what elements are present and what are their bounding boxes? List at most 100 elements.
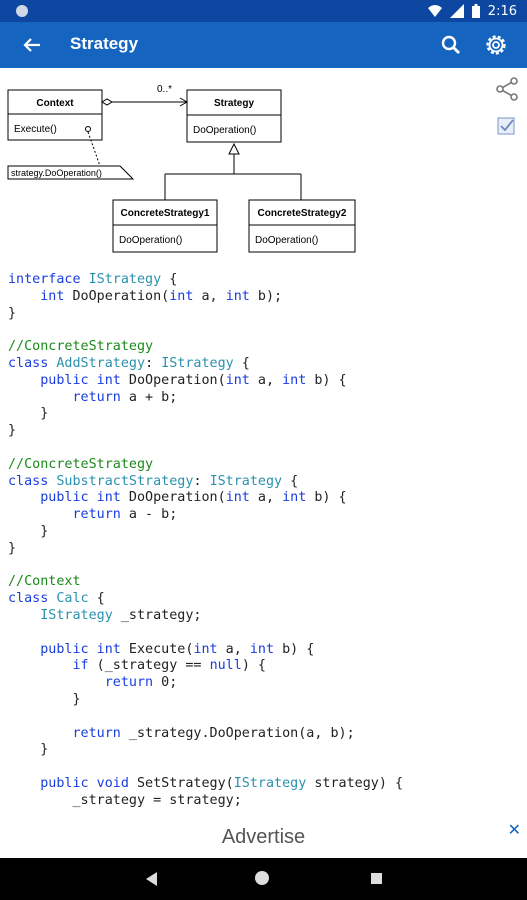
nav-recents-button[interactable] <box>371 873 382 884</box>
code-token: _strategy; <box>112 607 202 623</box>
nav-back-button[interactable] <box>146 872 157 886</box>
settings-button[interactable] <box>482 31 510 59</box>
code-line <box>8 759 403 776</box>
code-token <box>8 675 105 690</box>
app-bar: Strategy <box>0 22 527 68</box>
uml-class-context: Context Execute() <box>7 89 103 141</box>
code-line <box>8 558 403 575</box>
code-token: int <box>282 372 307 388</box>
code-token: b); <box>249 288 283 304</box>
code-token: public int <box>40 641 121 657</box>
code-token: b) { <box>306 490 347 506</box>
code-token: DoOperation( <box>120 372 226 388</box>
checkbox-icon <box>497 117 515 135</box>
page-title: Strategy <box>70 34 139 53</box>
arrow-left-icon <box>23 38 40 52</box>
code-token: IStrategy <box>40 607 113 623</box>
code-token: IStrategy <box>161 355 234 371</box>
code-token: //ConcreteStrategy <box>8 339 154 355</box>
code-token: class <box>8 355 57 371</box>
code-token: int <box>40 288 65 304</box>
uml-class-diagram: Context Execute() Strategy DoOperation()… <box>7 84 356 253</box>
code-line: } <box>8 423 403 440</box>
code-token: int <box>193 641 218 657</box>
ad-label: Advertise <box>221 826 306 848</box>
code-token <box>8 776 40 791</box>
code-token: //Context <box>8 574 81 590</box>
code-token <box>8 658 73 673</box>
nav-home-button[interactable] <box>255 871 269 885</box>
concrete2-method: DoOperation() <box>255 235 318 246</box>
code-token <box>8 289 40 304</box>
code-token: class <box>8 473 57 489</box>
back-button[interactable] <box>18 31 46 59</box>
multiplicity-label: 0..* <box>157 84 172 95</box>
code-token: null <box>209 658 242 674</box>
code-line: IStrategy _strategy; <box>8 608 403 625</box>
code-token: a, <box>249 490 283 506</box>
code-token: public int <box>40 490 121 506</box>
code-token: } <box>8 540 17 556</box>
code-token: } <box>8 742 49 758</box>
code-line: } <box>8 524 403 541</box>
search-button[interactable] <box>438 32 464 58</box>
code-token: : <box>193 473 210 489</box>
code-token: IStrategy <box>209 473 283 489</box>
code-token: (_strategy == <box>88 658 210 674</box>
ad-banner[interactable]: Advertise ✕ <box>0 818 527 858</box>
code-token <box>8 608 40 623</box>
close-ad-button[interactable]: ✕ <box>508 820 521 839</box>
code-token: : <box>145 355 162 371</box>
code-token: Calc <box>56 591 89 607</box>
code-line: class Calc { <box>8 591 403 608</box>
code-token: a + b; <box>120 389 178 405</box>
concrete1-class-name: ConcreteStrategy1 <box>121 208 210 219</box>
code-token <box>8 507 73 522</box>
code-token: a - b; <box>120 507 178 523</box>
gear-icon <box>486 35 506 55</box>
code-token <box>8 642 40 657</box>
code-token: { <box>161 272 178 287</box>
concrete1-method: DoOperation() <box>119 235 182 246</box>
status-right: 2:16 <box>427 2 517 20</box>
code-token: { <box>282 473 299 489</box>
note-text: strategy.DoOperation() <box>11 168 102 178</box>
code-token: } <box>8 691 81 707</box>
code-token: a, <box>217 641 250 657</box>
code-token: { <box>88 591 105 607</box>
code-token: return <box>72 507 121 523</box>
mark-read-button[interactable] <box>496 116 518 138</box>
status-time: 2:16 <box>487 3 517 19</box>
code-token: int <box>225 372 250 388</box>
share-button[interactable] <box>494 76 520 102</box>
code-token: DoOperation( <box>64 288 170 304</box>
search-icon <box>441 35 460 54</box>
code-token: public int <box>40 372 121 388</box>
code-line <box>8 625 403 642</box>
code-line: public void SetStrategy(IStrategy strate… <box>8 776 403 793</box>
code-line: public int DoOperation(int a, int b) { <box>8 373 403 390</box>
signal-icon <box>449 4 464 18</box>
code-token: interface <box>8 272 89 287</box>
code-line: } <box>8 541 403 558</box>
code-token: strategy) { <box>306 775 404 791</box>
code-line: public int DoOperation(int a, int b) { <box>8 490 403 507</box>
code-token: } <box>8 305 17 321</box>
code-token: return <box>104 675 154 691</box>
code-token: SubstractStrategy <box>56 473 194 489</box>
code-line <box>8 440 403 457</box>
code-line: return 0; <box>8 675 403 692</box>
code-line: if (_strategy == null) { <box>8 658 403 675</box>
uml-class-concrete-strategy-1: ConcreteStrategy1 DoOperation() <box>112 199 218 253</box>
code-line: interface IStrategy { <box>8 272 403 289</box>
code-token: int <box>225 490 250 506</box>
concrete2-class-name: ConcreteStrategy2 <box>258 208 347 219</box>
code-line: } <box>8 406 403 423</box>
code-token: int <box>169 288 194 304</box>
code-token: { <box>233 355 250 371</box>
strategy-class-name: Strategy <box>214 98 254 109</box>
context-class-name: Context <box>36 98 74 109</box>
code-token: //ConcreteStrategy <box>8 456 154 472</box>
code-token: } <box>8 406 49 422</box>
code-token: a, <box>193 288 226 304</box>
